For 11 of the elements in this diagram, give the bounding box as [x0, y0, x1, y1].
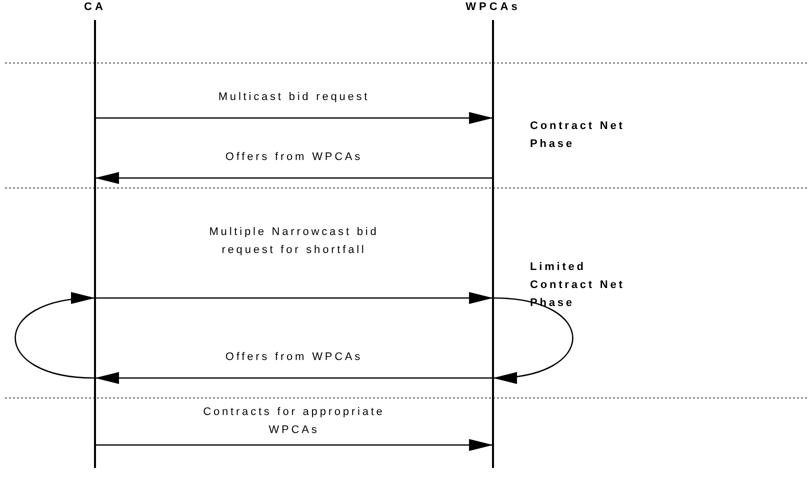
phase-label: Limited Contract Net Phase: [530, 260, 626, 311]
message-arrow: [14, 294, 95, 379]
message-arrow: [96, 112, 493, 124]
message-arrow: [96, 439, 493, 451]
phase-label: Contract Net Phase: [530, 119, 626, 152]
lifeline-heading: WPCAs: [464, 0, 522, 14]
message-arrow: [95, 372, 492, 384]
message-arrow: [95, 172, 492, 184]
message-arrow: [96, 292, 493, 304]
lifeline-heading: CA: [83, 0, 107, 14]
message-arrow: [493, 297, 574, 382]
